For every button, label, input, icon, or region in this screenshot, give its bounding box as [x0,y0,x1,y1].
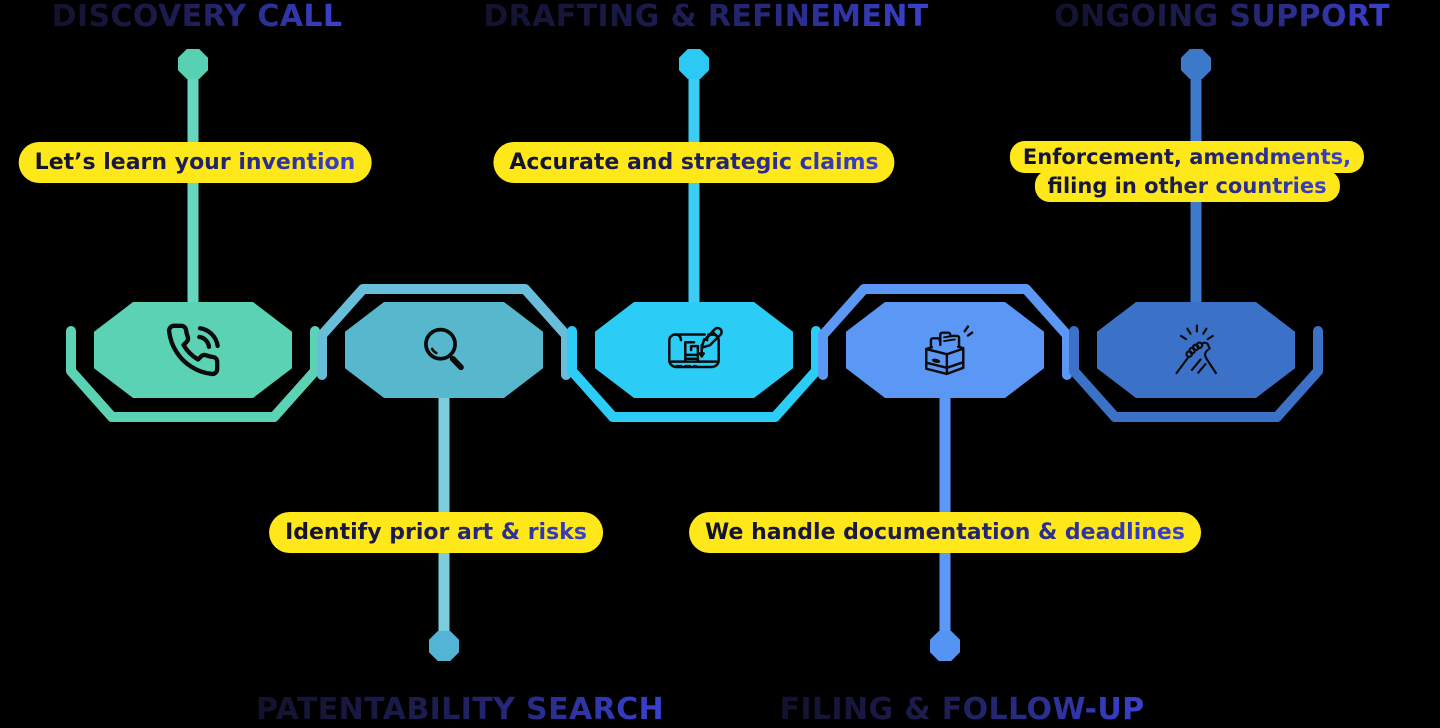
timeline-dot-3 [679,49,709,79]
step-label-text: Enforcement, amendments, [1022,145,1352,169]
step-octagon-5 [1097,302,1295,398]
timeline-dot-4 [930,631,960,661]
timeline-dot-1 [178,49,208,79]
step-octagon-4 [846,302,1044,398]
magnifier-icon [424,327,464,371]
step-label-1: Let’s learn your invention [18,142,372,183]
step-label-text: We handle documentation & deadlines [705,520,1185,545]
step-octagon-2 [345,302,543,398]
chain-outline-4 [818,284,1072,380]
step-title-discovery-call: DISCOVERY CALL [51,0,343,34]
step-label-text: filing in other countries [1047,174,1327,198]
step-title-ongoing-support: ONGOING SUPPORT [1054,0,1390,34]
step-label-text: Identify prior art & risks [285,520,587,545]
chain-outline-3 [567,326,821,422]
blueprint-pencil-icon [668,326,723,369]
timeline-dot-2 [429,631,459,661]
phone-call-icon [166,323,220,377]
chain-outline-5 [1069,326,1323,422]
step-title-filing-follow-up: FILING & FOLLOW-UP [779,692,1145,727]
step-octagon-1 [94,302,292,398]
step-label-line-2: filing in other countries [1034,170,1340,202]
step-label-2: Identify prior art & risks [269,512,603,553]
step-label-text: Let’s learn your invention [34,150,356,175]
step-title-patentability-search: PATENTABILITY SEARCH [255,692,665,727]
step-label-text: Accurate and strategic claims [509,150,879,175]
archive-box-icon [925,325,974,376]
timeline-dot-5 [1181,49,1211,79]
step-label-line-1: Enforcement, amendments, [1009,141,1365,173]
step-title-drafting-refinement: DRAFTING & REFINEMENT [483,0,929,34]
step-label-3: Accurate and strategic claims [493,142,895,183]
step-octagon-3 [595,302,793,398]
handshake-icon [1175,324,1218,375]
step-label-5: Enforcement, amendments, filing in other… [1009,141,1365,202]
step-label-4: We handle documentation & deadlines [689,512,1201,553]
chain-outline-1 [66,326,320,422]
chain-outline-2 [317,284,571,380]
